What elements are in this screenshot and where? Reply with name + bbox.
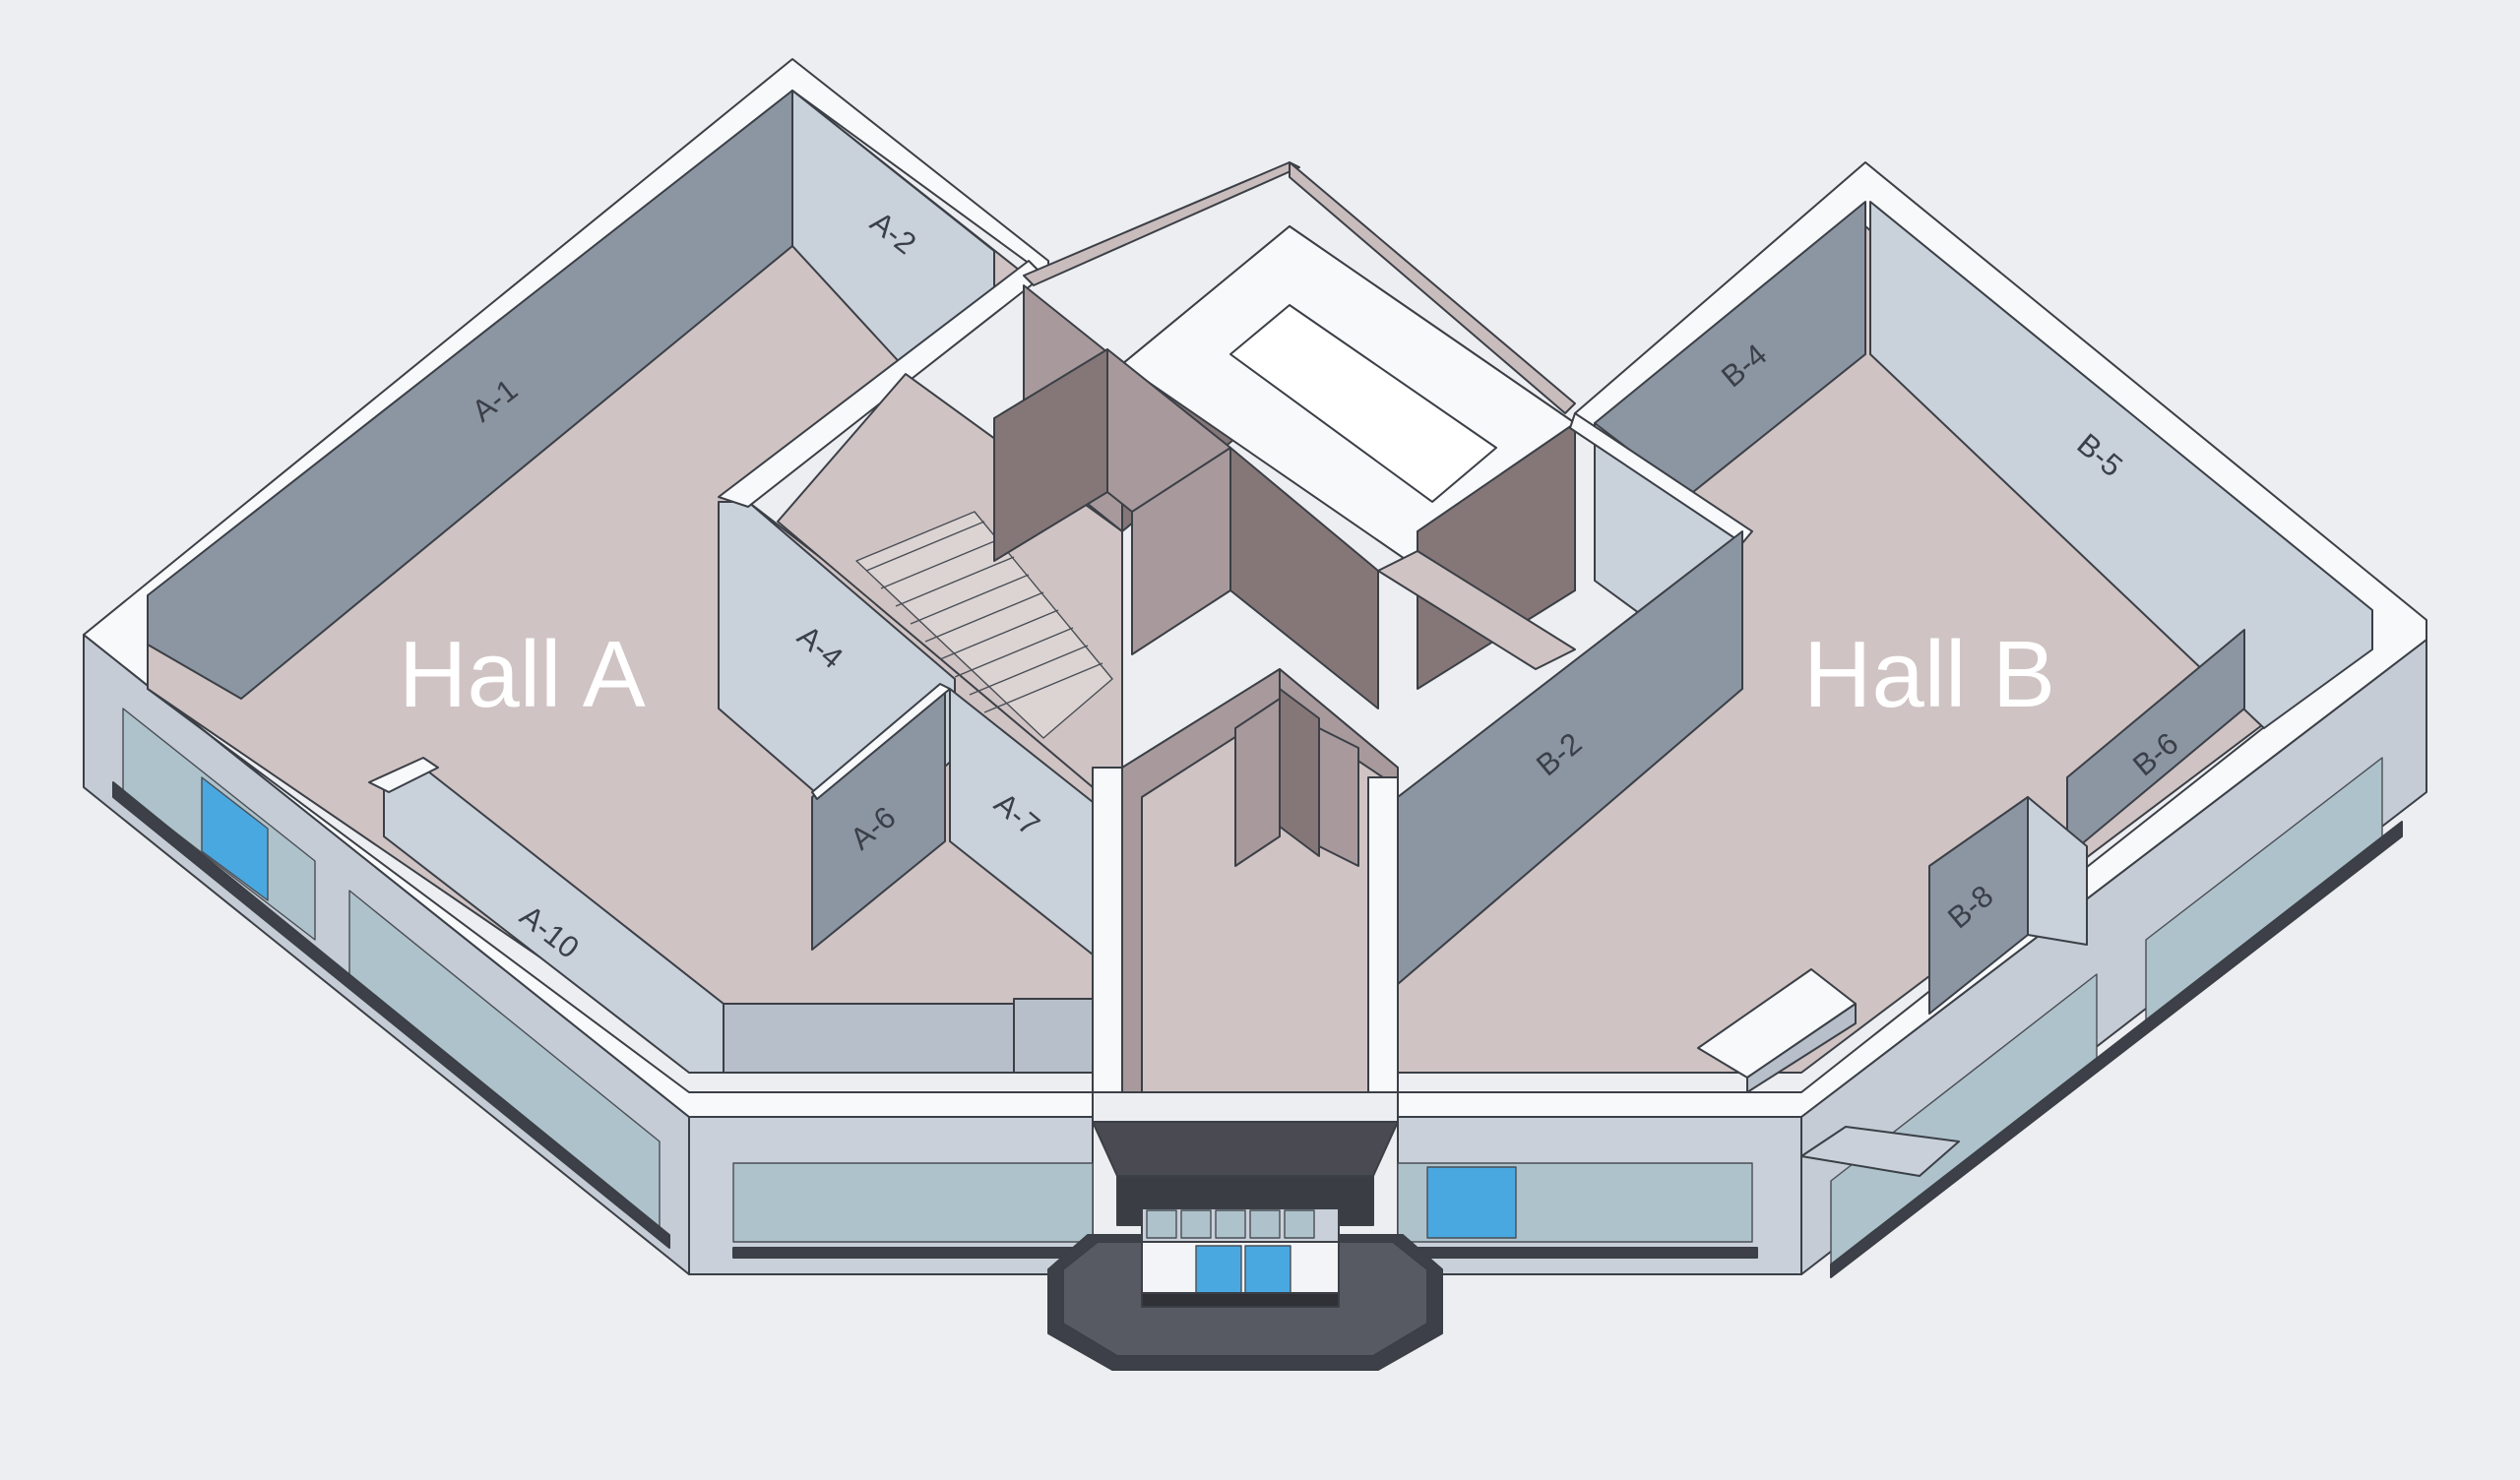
- hall-b-block: [1397, 161, 2427, 1177]
- hall-labels: Hall A Hall B: [399, 622, 2055, 727]
- hall-a-label: Hall A: [399, 622, 646, 727]
- main-entrance[interactable]: [1047, 1121, 1443, 1371]
- hall-b-label: Hall B: [1803, 622, 2055, 727]
- entrance-door-right[interactable]: [1244, 1245, 1292, 1294]
- front-facade: [83, 634, 2427, 1278]
- hall-a-block: [83, 58, 1094, 1118]
- staircase: [855, 511, 1113, 739]
- central-core: [777, 161, 1576, 1093]
- entrance-door-left[interactable]: [1195, 1245, 1242, 1294]
- entrance-transom: [1146, 1209, 1315, 1239]
